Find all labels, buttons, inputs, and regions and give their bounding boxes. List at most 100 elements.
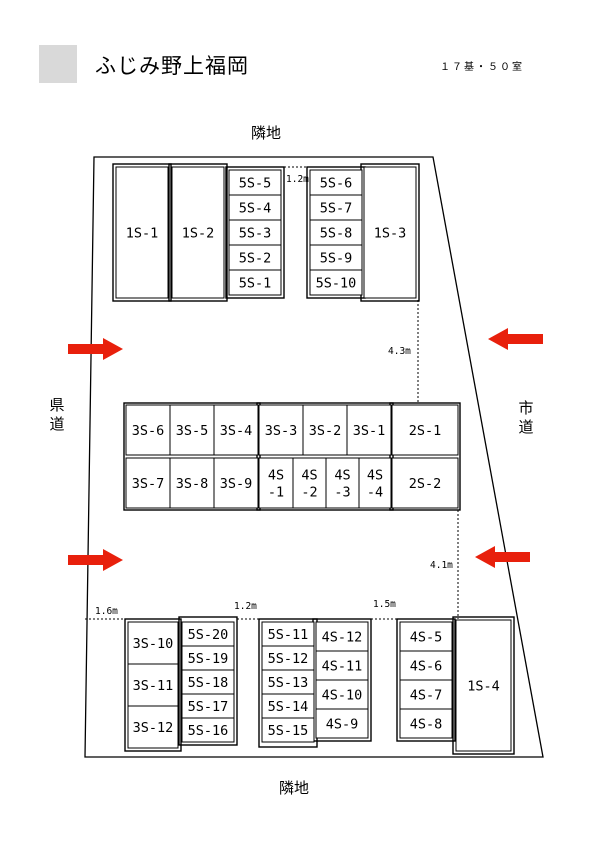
- unit-label: 4S-11: [322, 659, 363, 675]
- storage-unit: 5S-8: [309, 219, 363, 246]
- entrance-arrows: [68, 328, 543, 571]
- unit-label: 4S: [367, 468, 383, 484]
- storage-unit: 4S-8: [399, 708, 453, 739]
- dimension-label: 1.2m: [234, 601, 257, 612]
- unit-label: 5S-20: [188, 627, 229, 643]
- storage-unit: 4S-2: [292, 457, 327, 509]
- dimension-label: 1.2m: [286, 174, 309, 185]
- dimension-label: 1.5m: [373, 599, 396, 610]
- unit-label: 5S-4: [239, 201, 272, 217]
- storage-unit: 4S-6: [399, 650, 453, 681]
- storage-unit: 4S-7: [399, 679, 453, 710]
- storage-unit: 3S-5: [169, 404, 215, 456]
- road-label-left: 県道: [49, 396, 65, 433]
- unit-label: 4S-8: [410, 717, 443, 733]
- storage-unit: 1S-2: [171, 166, 225, 299]
- storage-unit: 3S-4: [213, 404, 259, 456]
- storage-unit: 4S-1: [258, 457, 294, 509]
- road-label-right: 市道: [518, 399, 534, 436]
- unit-label: 1S-1: [126, 226, 159, 242]
- storage-unit: 5S-12: [261, 645, 315, 671]
- storage-unit: 5S-10: [309, 269, 363, 296]
- unit-label: 3S-2: [309, 423, 342, 439]
- storage-unit: 5S-19: [181, 645, 235, 671]
- storage-unit: 5S-1: [228, 269, 282, 296]
- storage-unit: 4S-3: [325, 457, 360, 509]
- unit-label: 3S-3: [265, 423, 298, 439]
- storage-unit: 5S-15: [261, 717, 315, 743]
- storage-unit: 5S-16: [181, 717, 235, 743]
- unit-label: -3: [334, 485, 350, 501]
- unit-label: 2S-1: [409, 423, 442, 439]
- storage-unit: 5S-13: [261, 669, 315, 695]
- entrance-arrow-icon: [475, 546, 530, 568]
- unit-label: 5S-10: [316, 276, 357, 292]
- storage-unit: 3S-10: [127, 621, 179, 665]
- storage-unit: 3S-1: [346, 404, 392, 456]
- unit-label: 5S-1: [239, 276, 272, 292]
- storage-unit: 3S-6: [125, 404, 171, 456]
- unit-label: 5S-5: [239, 176, 272, 192]
- storage-unit: 3S-2: [302, 404, 348, 456]
- unit-label: -4: [367, 485, 383, 501]
- unit-label: 5S-11: [268, 627, 309, 643]
- unit-label: 5S-8: [320, 226, 353, 242]
- unit-label: 5S-13: [268, 675, 309, 691]
- unit-label: 5S-3: [239, 226, 272, 242]
- unit-label: 1S-3: [374, 226, 407, 242]
- storage-unit: 1S-4: [455, 619, 512, 752]
- neighbor-label-bottom: 隣地: [279, 779, 310, 797]
- unit-label: 3S-8: [176, 476, 209, 492]
- storage-unit: 5S-9: [309, 244, 363, 271]
- unit-label: 4S-12: [322, 630, 363, 646]
- unit-label: 3S-1: [353, 423, 386, 439]
- unit-label: 5S-16: [188, 723, 229, 739]
- unit-label: 4S: [334, 468, 350, 484]
- entrance-arrow-icon: [488, 328, 543, 350]
- unit-label: 3S-4: [220, 423, 253, 439]
- unit-label: 5S-7: [320, 201, 353, 217]
- storage-unit: 1S-1: [115, 166, 169, 299]
- storage-unit: 5S-11: [261, 621, 315, 647]
- storage-unit: 5S-18: [181, 669, 235, 695]
- unit-label: 4S-7: [410, 688, 443, 704]
- storage-unit: 3S-8: [169, 457, 215, 509]
- unit-label: 4S-5: [410, 630, 443, 646]
- unit-label: 5S-19: [188, 651, 229, 667]
- unit-label: 4S: [301, 468, 317, 484]
- unit-label: 5S-15: [268, 723, 309, 739]
- unit-label: 3S-10: [133, 636, 174, 652]
- unit-label: 5S-9: [320, 251, 353, 267]
- entrance-arrow-icon: [68, 549, 123, 571]
- storage-unit: 5S-3: [228, 219, 282, 246]
- storage-unit: 4S-11: [315, 650, 369, 681]
- unit-label: 1S-2: [182, 226, 215, 242]
- unit-label: 3S-9: [220, 476, 253, 492]
- unit-label: 3S-6: [132, 423, 165, 439]
- dimension-label: 1.6m: [95, 606, 118, 617]
- storage-unit: 5S-6: [309, 169, 363, 196]
- logo-placeholder: [39, 45, 77, 83]
- unit-label: 2S-2: [409, 476, 442, 492]
- storage-unit: 5S-14: [261, 693, 315, 719]
- unit-summary: １７基・５０室: [440, 62, 524, 73]
- unit-label: 5S-14: [268, 699, 309, 715]
- unit-label: 3S-7: [132, 476, 165, 492]
- storage-unit: 5S-7: [309, 194, 363, 221]
- storage-unit: 4S-5: [399, 621, 453, 652]
- storage-unit: 3S-7: [125, 457, 171, 509]
- unit-label: 5S-12: [268, 651, 309, 667]
- unit-label: 3S-11: [133, 678, 174, 694]
- storage-unit: 5S-20: [181, 621, 235, 647]
- storage-unit: 3S-9: [213, 457, 259, 509]
- storage-unit: 5S-5: [228, 169, 282, 196]
- page-title: ふじみ野上福岡: [95, 54, 249, 78]
- entrance-arrow-icon: [68, 338, 123, 360]
- unit-label: 3S-5: [176, 423, 209, 439]
- storage-unit: 3S-3: [258, 404, 304, 456]
- unit-label: 5S-6: [320, 176, 353, 192]
- unit-label: 5S-18: [188, 675, 229, 691]
